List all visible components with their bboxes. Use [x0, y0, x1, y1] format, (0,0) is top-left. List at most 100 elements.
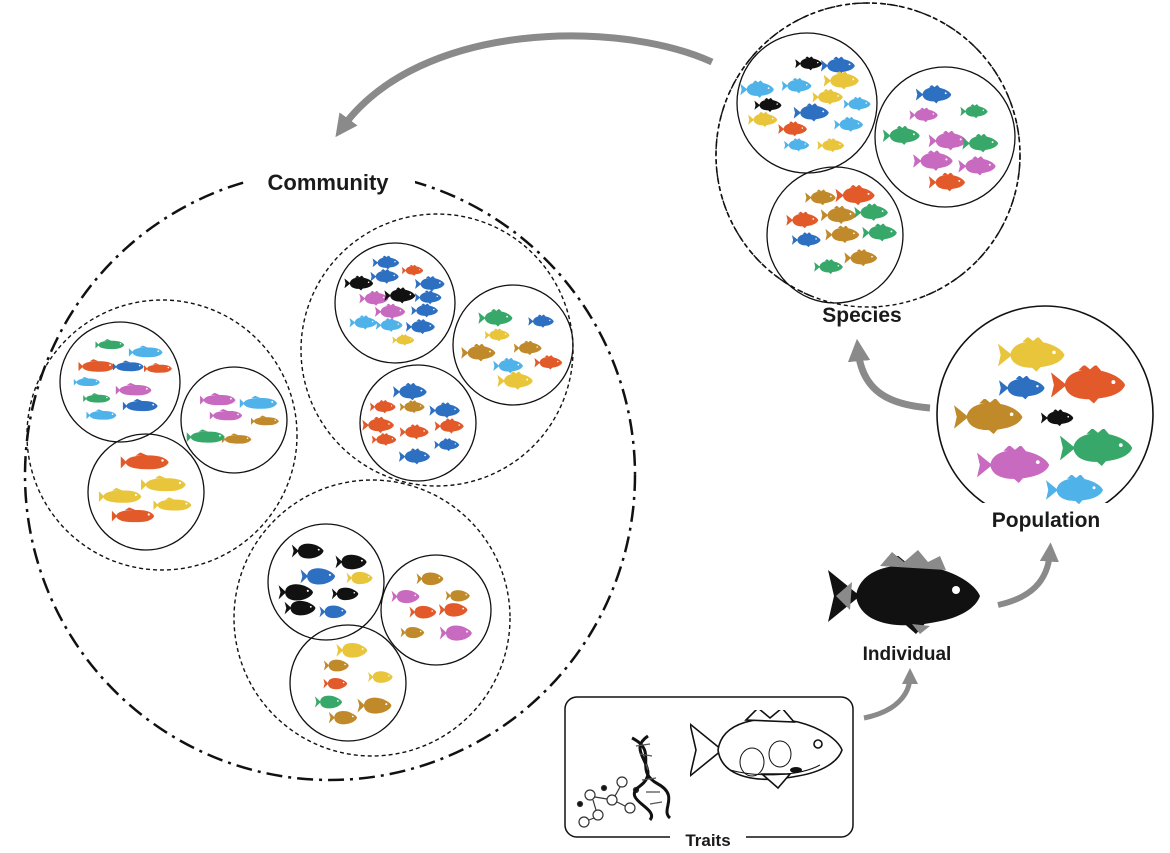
fish-icon: [209, 408, 243, 421]
fish-icon: [748, 112, 778, 128]
traits-label-bg: [670, 826, 746, 852]
fish-icon: [915, 85, 952, 104]
fish-icon: [221, 433, 252, 444]
fish-icon: [122, 398, 158, 412]
fish-icon: [344, 275, 374, 291]
fish-icon: [1060, 429, 1133, 467]
fish-icon: [370, 269, 399, 284]
fish-icon: [362, 416, 394, 434]
community-label-bg: [245, 162, 415, 198]
traits-label: Traits: [685, 831, 730, 850]
fish-icon: [409, 605, 437, 619]
fish-icon: [401, 264, 424, 276]
fish-icon: [368, 671, 393, 683]
fish-icon: [346, 571, 373, 585]
fish-icon: [399, 424, 429, 440]
species-cluster-subgroup: [874, 66, 1016, 208]
community-cluster-2-subgroup: [452, 284, 574, 406]
fish-icon: [534, 355, 563, 370]
fish-icon: [1041, 409, 1074, 427]
arrow-individual-to-population: [997, 542, 1059, 608]
community-boundary: [23, 168, 637, 782]
groups-layer: [26, 2, 1133, 757]
fish-icon: [478, 309, 513, 327]
fish-icon: [484, 328, 510, 342]
fish-icon: [399, 448, 430, 465]
fish-icon: [962, 134, 999, 153]
fish-icon: [928, 172, 966, 192]
fish-icon: [239, 395, 278, 409]
fish-icon: [814, 259, 843, 275]
fish-icon: [445, 590, 470, 602]
fish-icon: [786, 211, 819, 229]
fish-icon: [999, 376, 1045, 400]
fish-icon: [928, 130, 967, 151]
fish-icon: [357, 697, 392, 714]
fish-icon: [314, 695, 343, 709]
fish-icon: [835, 185, 875, 206]
species-label: Species: [822, 304, 901, 327]
fish-icon: [414, 290, 442, 305]
community-cluster-3-subgroup: [289, 624, 407, 742]
fish-icon: [954, 399, 1023, 435]
community-cluster-1-subgroup: [87, 433, 205, 551]
fish-anatomy-icon: [690, 710, 843, 789]
fish-icon: [323, 677, 348, 690]
fish-icon: [461, 343, 496, 362]
fish-icon: [405, 319, 435, 335]
fish-icon: [128, 345, 163, 358]
community-cluster-3-subgroup: [380, 554, 492, 666]
arrow-traits-to-individual: [863, 668, 918, 721]
fish-icon: [429, 402, 460, 419]
individual-label: Individual: [863, 644, 952, 665]
fish-icon: [111, 507, 155, 523]
fish-icon: [854, 203, 888, 221]
fish-icon: [820, 56, 855, 75]
fish-icon: [323, 659, 349, 672]
fish-icon: [300, 568, 336, 585]
population-label: Population: [992, 509, 1101, 532]
community-cluster-3-boundary: [233, 479, 511, 757]
fish-icon: [141, 475, 186, 492]
fish-icon: [434, 418, 464, 434]
fish-icon: [1051, 365, 1126, 404]
fish-icon: [439, 625, 472, 641]
fish-icon: [754, 98, 782, 112]
fish-icon: [817, 138, 845, 153]
arrow-species-to-community: [335, 32, 714, 138]
fish-icon: [284, 600, 316, 616]
species-label-bg: [810, 296, 918, 326]
fish-icon: [977, 446, 1050, 484]
fish-icon: [844, 249, 878, 267]
fish-icon: [913, 150, 953, 171]
fish-icon: [843, 97, 871, 111]
community-cluster-2-subgroup: [359, 364, 477, 482]
fish-icon: [115, 382, 152, 396]
fish-icon: [411, 303, 438, 318]
fish-icon: [438, 603, 468, 617]
fish-icon: [369, 400, 396, 414]
fish-icon: [392, 334, 415, 346]
community-cluster-1-subgroup: [59, 321, 181, 443]
fish-icon: [384, 287, 416, 304]
fish-icon: [374, 303, 406, 320]
arrow-population-to-species: [847, 338, 931, 412]
fish-icon: [882, 126, 920, 145]
fish-icon: [98, 487, 142, 503]
community-cluster-2-subgroup: [334, 242, 456, 364]
fish-icon: [371, 433, 397, 446]
fish-icon: [862, 223, 897, 242]
fish-icon: [528, 314, 554, 328]
fish-icon: [336, 643, 368, 658]
fish-icon: [998, 337, 1065, 372]
fish-icon: [391, 590, 420, 604]
fish-icon: [784, 138, 810, 152]
fish-icon: [393, 383, 427, 401]
fish-icon: [78, 359, 115, 372]
fish-icon: [400, 626, 425, 639]
fish-icon: [415, 276, 445, 292]
fish-icon: [372, 255, 400, 270]
fish-icon: [83, 393, 111, 403]
